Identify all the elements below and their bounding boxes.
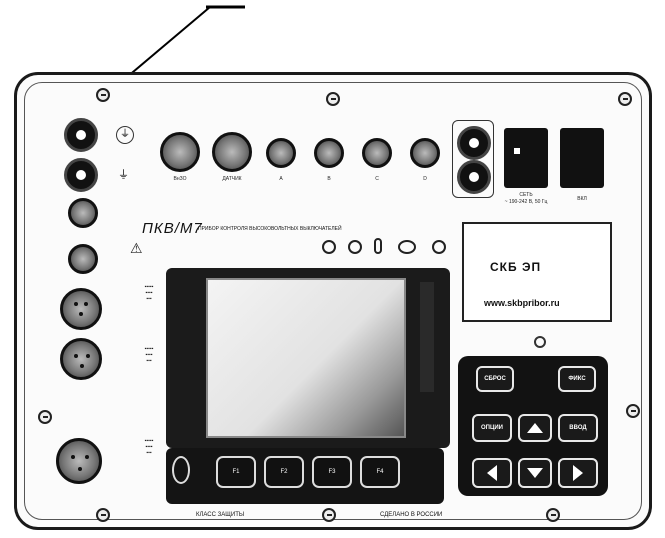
status-icon-4: [398, 240, 416, 254]
function-key-bar-icon: [172, 456, 190, 484]
key-down[interactable]: [518, 458, 552, 488]
panel-screw: [546, 508, 560, 522]
panel-screw: [626, 404, 640, 418]
connector-a[interactable]: [266, 138, 296, 168]
power-socket[interactable]: [504, 128, 548, 188]
connector-d[interactable]: [410, 138, 440, 168]
key-reset-label: СБРОС: [484, 376, 506, 382]
panel-screw: [326, 92, 340, 106]
brand-website: www.skbpribor.ru: [484, 298, 560, 308]
power-socket-inner: [514, 148, 520, 154]
connector-c-label: C: [375, 176, 379, 182]
arrow-right-icon: [573, 465, 583, 481]
fkey-f4[interactable]: F4: [360, 456, 400, 488]
key-options[interactable]: ОПЦИИ: [472, 414, 512, 442]
device-model-title: ПКВ/М7: [142, 220, 203, 237]
fkey-f1[interactable]: F1: [216, 456, 256, 488]
power-switch-label: ВКЛ: [577, 196, 587, 202]
connector-b[interactable]: [314, 138, 344, 168]
power-jack-group: [452, 120, 494, 198]
device-subtitle: ПРИБОР КОНТРОЛЯ ВЫСОКОВОЛЬТНЫХ ВЫКЛЮЧАТЕ…: [198, 226, 342, 232]
fkey-f2-label: F2: [280, 469, 288, 475]
connector-sensor-label: ДАТЧИК: [222, 176, 242, 182]
display-side-strip: [420, 282, 434, 392]
connector-d-label: D: [423, 176, 427, 182]
left-big-connector-1[interactable]: [60, 288, 102, 330]
left-connector-1[interactable]: [68, 198, 98, 228]
connector-a-label: A: [279, 176, 283, 182]
panel-screw: [618, 92, 632, 106]
connector-vnzo[interactable]: [160, 132, 200, 172]
left-big-connector-3[interactable]: [56, 438, 102, 484]
key-reset[interactable]: СБРОС: [476, 366, 514, 392]
key-enter[interactable]: ВВОД: [558, 414, 598, 442]
power-jack-bottom[interactable]: [457, 160, 491, 194]
fkey-f2[interactable]: F2: [264, 456, 304, 488]
power-switch[interactable]: [560, 128, 604, 188]
lcd-screen[interactable]: [206, 278, 406, 438]
status-icon-5: [432, 240, 446, 254]
left-label-2: ▪▪▪▪▪▪▪▪▪▪▪▪: [144, 346, 154, 364]
key-left[interactable]: [472, 458, 512, 488]
fkey-f1-label: F1: [232, 469, 240, 475]
status-icon-2: [348, 240, 362, 254]
panel-screw: [96, 508, 110, 522]
power-jack-top[interactable]: [457, 126, 491, 160]
ground-jack-top[interactable]: [64, 118, 98, 152]
warning-triangle-icon: ⚠: [130, 240, 143, 256]
connector-b-label: B: [327, 176, 331, 182]
connector-c[interactable]: [362, 138, 392, 168]
power-spec: ~ 190-242 В, 50 Гц: [504, 199, 548, 205]
mount-icon: [534, 336, 546, 348]
fkey-f4-label: F4: [376, 469, 384, 475]
connector-sensor[interactable]: [212, 132, 252, 172]
key-fix-label: ФИКС: [568, 376, 586, 382]
status-icon-3: [374, 238, 382, 254]
fkey-f3[interactable]: F3: [312, 456, 352, 488]
left-connector-2[interactable]: [68, 244, 98, 274]
key-fix[interactable]: ФИКС: [558, 366, 596, 392]
ground-symbol-icon: ⏚: [116, 126, 134, 144]
connector-vnzo-label: ВнЗО: [173, 176, 187, 182]
key-up[interactable]: [518, 414, 552, 442]
made-in-russia-label: СДЕЛАНО В РОССИИ: [380, 512, 443, 518]
fkey-f3-label: F3: [328, 469, 336, 475]
earth-symbol-icon: ⏚: [118, 169, 129, 181]
key-options-label: ОПЦИИ: [481, 425, 503, 431]
arrow-left-icon: [487, 465, 497, 481]
arrow-down-icon: [527, 468, 543, 478]
left-label-3: ▪▪▪▪▪▪▪▪▪▪▪▪: [144, 438, 154, 456]
brand-logo-text: СКБ ЭП: [490, 260, 542, 274]
protection-class-label: КЛАСС ЗАЩИТЫ: [196, 512, 245, 518]
arrow-up-icon: [527, 423, 543, 433]
panel-screw: [38, 410, 52, 424]
panel-screw: [96, 88, 110, 102]
left-big-connector-2[interactable]: [60, 338, 102, 380]
ground-jack-bottom[interactable]: [64, 158, 98, 192]
key-enter-label: ВВОД: [569, 425, 587, 431]
power-label: СЕТЬ: [519, 192, 533, 198]
key-right[interactable]: [558, 458, 598, 488]
status-icon-1: [322, 240, 336, 254]
brand-plate: [462, 222, 612, 322]
left-label-1: ▪▪▪▪▪▪▪▪▪▪▪▪: [144, 284, 154, 302]
panel-screw: [322, 508, 336, 522]
function-key-bar: [166, 448, 444, 504]
